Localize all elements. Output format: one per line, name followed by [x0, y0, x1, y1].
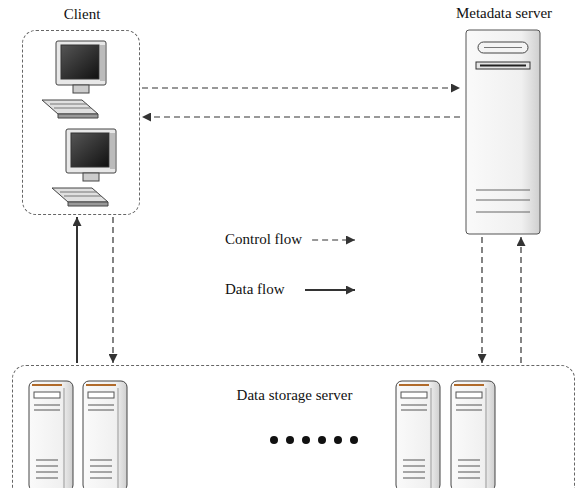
computer-icon: [52, 129, 116, 206]
legend-item: Control flow: [225, 230, 302, 248]
legend-item: Data flow: [225, 280, 285, 298]
node-label: Data storage server: [13, 386, 576, 404]
client-group: Client: [22, 30, 140, 215]
control-flow-arrow: [481, 237, 482, 363]
control-flow-arrow: [520, 237, 521, 363]
metadata-server-icon: [466, 30, 540, 234]
control-flow-arrow: [142, 87, 460, 88]
control-flow-arrow: [112, 217, 113, 363]
storage-server-icon: [396, 381, 440, 488]
storage-server-icon: [451, 381, 495, 488]
storage-server-icon: [29, 381, 73, 488]
ellipsis-dots: [270, 436, 358, 444]
control-flow-sample: [312, 239, 355, 240]
node-label: Metadata server: [434, 4, 574, 22]
server-node: Metadata server: [462, 28, 544, 235]
node-label: Client: [23, 5, 141, 23]
computer-icon: [42, 41, 106, 118]
control-flow-arrow: [142, 116, 460, 117]
data-flow-arrow: [76, 217, 78, 363]
data-flow-sample: [305, 289, 355, 291]
storage-server-icon: [83, 381, 127, 488]
legend-label: Control flow: [225, 230, 302, 248]
storage-group: Data storage server: [12, 365, 575, 488]
legend-label: Data flow: [225, 280, 285, 298]
